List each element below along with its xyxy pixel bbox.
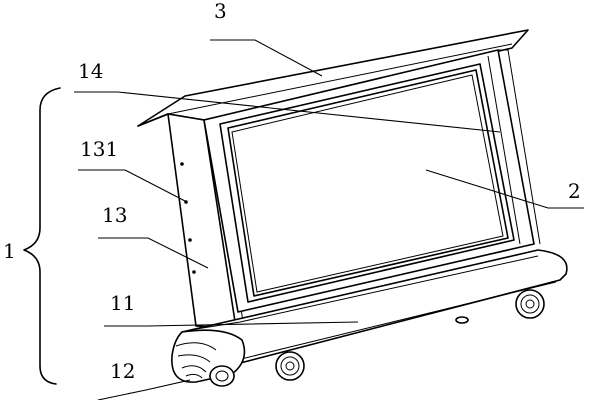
label-base: 11: [110, 291, 135, 315]
leader-lines: [74, 39, 584, 400]
wheel-middle: [275, 351, 305, 381]
label-side-holes: 131: [80, 137, 118, 161]
bracket-1: [23, 87, 61, 385]
callout-labels: 3 14 131 13 1 2 11 12: [3, 0, 581, 383]
screen: [227, 69, 509, 297]
label-top-cover: 3: [214, 0, 227, 23]
wheel-right: [515, 289, 545, 319]
label-screen: 2: [568, 179, 581, 203]
label-end-cap: 12: [110, 359, 135, 383]
label-inner-frame: 14: [78, 59, 103, 83]
inner-frame: [219, 63, 515, 303]
label-housing: 1: [3, 239, 16, 263]
foot: [455, 316, 469, 324]
wheel-left: [209, 365, 235, 387]
label-side-frame: 13: [102, 203, 127, 227]
